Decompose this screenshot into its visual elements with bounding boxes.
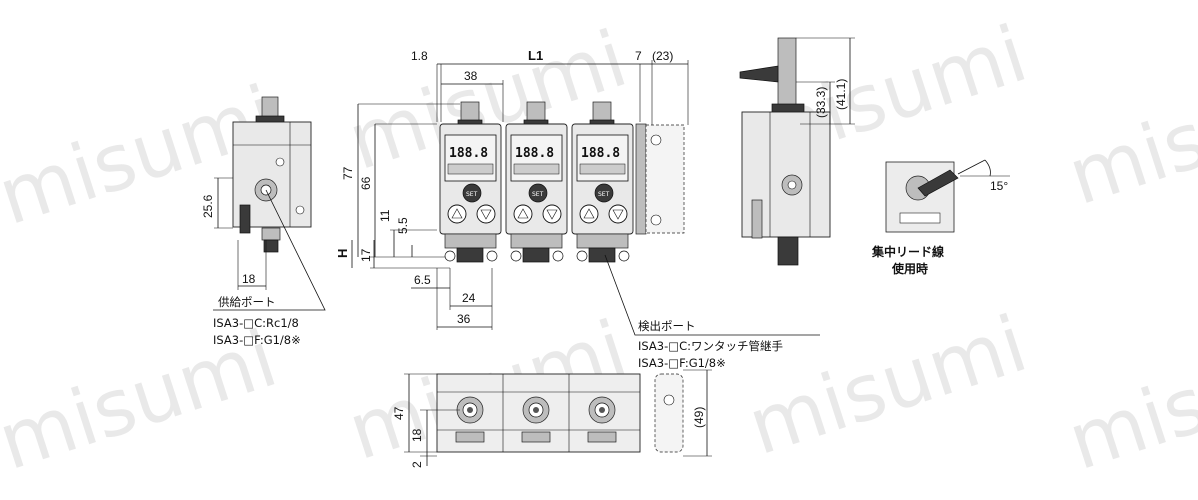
bottom-view: 47 18 2 (49) — [392, 369, 712, 468]
switch-unit-2: 188.8 SET — [505, 101, 568, 263]
detect-port-leader — [604, 254, 820, 336]
dim-15-deg: 15° — [990, 179, 1008, 193]
dim-47: 47 — [392, 406, 406, 420]
watermark-text-7: misumi — [738, 299, 1037, 473]
down-arrow-icon — [546, 209, 558, 220]
up-arrow-icon — [583, 208, 595, 219]
lead-wire-view: 15° — [885, 159, 1010, 233]
left-side-view: 25.6 18 — [201, 96, 326, 311]
up-arrow-icon — [517, 208, 529, 219]
dim-41-1: (41.1) — [834, 79, 848, 110]
detect-port-c: ISA3-□C:ワンタッチ管継手 — [638, 339, 783, 353]
set-button — [528, 183, 548, 203]
watermark-text-8: misumi — [1058, 314, 1198, 488]
dim-11: 11 — [378, 209, 392, 222]
display-value: 188.8 — [515, 146, 554, 161]
down-button — [608, 204, 628, 224]
dim-18-left: 18 — [242, 272, 256, 286]
down-button — [542, 204, 562, 224]
dim-38: 38 — [464, 69, 478, 83]
dim-h: H — [335, 249, 350, 258]
dim-6-5: 6.5 — [414, 273, 431, 287]
down-arrow-icon — [612, 209, 624, 220]
front-view: L1 1.8 38 7 (23) 77 66 11 5.5 17 H 6.5 — [335, 48, 689, 330]
dim-24: 24 — [462, 291, 476, 305]
supply-port-leader — [213, 189, 326, 311]
end-plate — [635, 123, 647, 235]
display-value: 188.8 — [581, 146, 620, 161]
left-bracket — [239, 204, 251, 234]
dim-5-5: 5.5 — [396, 217, 410, 234]
svg-text:SET: SET — [466, 191, 478, 198]
lead-connector-angled — [917, 169, 959, 197]
display-value: 188.8 — [449, 146, 488, 161]
svg-text:SET: SET — [532, 191, 544, 198]
svg-text:SET: SET — [598, 191, 610, 198]
up-button — [579, 204, 599, 224]
left-fitting-nut — [255, 115, 285, 123]
set-button — [594, 183, 614, 203]
dim-l1: L1 — [528, 48, 543, 63]
right-side-view: (33.3) (41.1) — [739, 37, 855, 266]
up-arrow-icon — [451, 208, 463, 219]
watermark-text-4: misumi — [1058, 49, 1198, 223]
dim-7: 7 — [635, 49, 642, 63]
down-arrow-icon — [480, 209, 492, 220]
switch-unit-1: 188.8 SET — [439, 101, 502, 263]
detect-port-title: 検出ポート — [638, 319, 696, 333]
supply-port-f: ISA3-□F:G1/8※ — [213, 333, 301, 347]
down-button — [476, 204, 496, 224]
right-bottom-fitting — [777, 236, 799, 266]
detect-port-f: ISA3-□F:G1/8※ — [638, 356, 726, 370]
dim-77: 77 — [341, 166, 355, 180]
lead-wire-label-1: 集中リード線 — [871, 244, 944, 259]
switch-unit-3: 188.8 SET — [571, 101, 634, 263]
dim-17: 17 — [359, 248, 373, 262]
bottom-end-cover — [654, 373, 684, 453]
dim-66: 66 — [359, 176, 373, 190]
dim-36: 36 — [457, 312, 471, 326]
supply-port-c: ISA3-□C:Rc1/8 — [213, 316, 299, 330]
dim-2: 2 — [410, 461, 424, 468]
up-button — [513, 204, 533, 224]
dim-33-3: (33.3) — [814, 87, 828, 118]
dim-1-8: 1.8 — [411, 49, 428, 63]
dim-23: (23) — [652, 49, 673, 63]
right-lead-connector — [739, 65, 779, 83]
right-top-connector — [777, 37, 797, 107]
dim-18-bottom: 18 — [410, 428, 424, 442]
right-body — [741, 111, 831, 238]
left-bottom-fitting — [261, 227, 281, 241]
set-button — [462, 183, 482, 203]
up-button — [447, 204, 467, 224]
dim-25-6: 25.6 — [201, 194, 215, 218]
dim-49: (49) — [692, 407, 706, 428]
supply-port-title: 供給ポート — [218, 295, 276, 309]
lead-wire-label-2: 使用時 — [891, 261, 928, 276]
